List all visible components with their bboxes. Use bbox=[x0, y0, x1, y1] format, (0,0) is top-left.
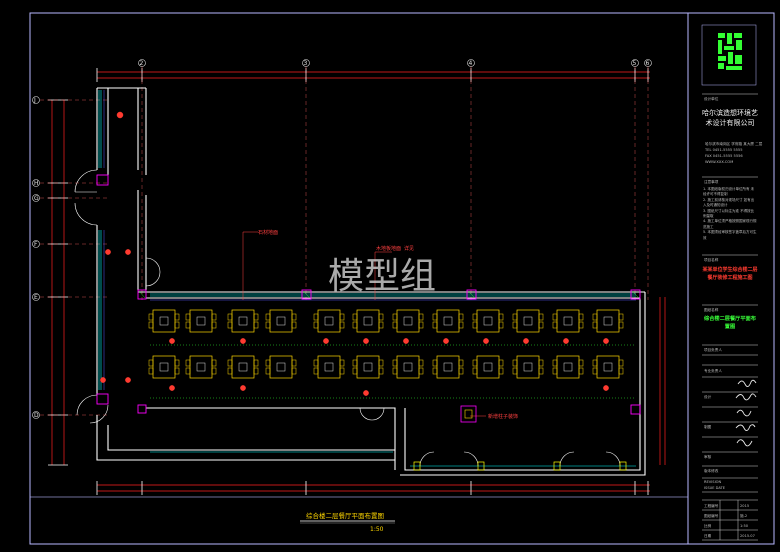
meta-label-4: 日期 bbox=[704, 533, 712, 538]
windows bbox=[98, 90, 636, 467]
notes-block: 1. 本图纸版权归设计单位所有 未经许可不得复制 2. 施工前请核对现场尺寸 如… bbox=[703, 187, 757, 241]
project-name: 某某单位学生综合楼二层餐厅装修工程施工图 bbox=[702, 267, 758, 281]
columns bbox=[96, 174, 641, 415]
door-frames bbox=[413, 461, 627, 471]
meta-value-4: 2015.07 bbox=[740, 534, 755, 538]
drawing-title: 综合楼二层餐厅平面布置图 bbox=[306, 511, 384, 520]
title-block bbox=[701, 24, 758, 541]
company-info-line-4: WWW.XXX.COM bbox=[705, 160, 733, 164]
axis-grid-lines bbox=[40, 66, 649, 416]
ceiling-lights bbox=[100, 111, 609, 396]
note-2: 2. 施工前请核对现场尺寸 如有出入及时通知设计 bbox=[703, 197, 755, 208]
meta-label-2: 图纸编号 bbox=[704, 513, 719, 518]
dining-tables-row-2 bbox=[152, 355, 620, 379]
window-frames bbox=[103, 90, 636, 390]
section-designer-label: 设计单位 bbox=[704, 96, 719, 101]
role-2: 专业负责人 bbox=[704, 368, 722, 373]
axis-label-2: 2 bbox=[140, 60, 144, 67]
callout-wood-floor: 木地板地面 详见 bbox=[376, 245, 414, 252]
zone-markers bbox=[150, 344, 636, 399]
axis-label-J: J bbox=[33, 97, 36, 104]
axis-label-F: F bbox=[34, 241, 38, 248]
axis-label-D: D bbox=[34, 412, 39, 419]
new-column-inner bbox=[464, 409, 473, 419]
axis-label-5: 5 bbox=[633, 60, 637, 67]
role-1: 项目负责人 bbox=[704, 347, 722, 352]
note-1: 1. 本图纸版权归设计单位所有 未经许可不得复制 bbox=[703, 187, 755, 197]
note-3: 3. 图纸尺寸以标注为准 不得按比例量取 bbox=[703, 208, 755, 219]
section-version-label: 版本修改 bbox=[704, 468, 719, 473]
dining-tables-row-1 bbox=[152, 309, 620, 333]
axis-label-G: G bbox=[34, 195, 39, 202]
section-project-label: 项目名称 bbox=[704, 257, 719, 262]
meta-label-3: 比例 bbox=[704, 523, 712, 528]
watermark-text: 模型组 bbox=[328, 256, 436, 297]
dimension-lines bbox=[51, 71, 666, 492]
note-4: 4. 施工单位须严格按照国家现行规范施工 bbox=[703, 219, 757, 229]
axis-label-6: 6 bbox=[646, 60, 650, 67]
meta-label-1: 工程编号 bbox=[704, 503, 719, 508]
company-info-line-1: 哈尔滨市南岗区 学府路 某大厦 二层 bbox=[705, 141, 763, 146]
axis-label-H: H bbox=[34, 180, 39, 187]
signature-marks bbox=[735, 379, 757, 447]
meta-value-2: 施-2 bbox=[740, 513, 747, 518]
role-4: 制图 bbox=[704, 424, 712, 429]
role-3: 设计 bbox=[704, 394, 712, 399]
drawing-scale: 1:50 bbox=[370, 526, 384, 533]
company-name: 哈尔滨造想环境艺术设计有限公司 bbox=[702, 109, 758, 127]
axis-label-3: 3 bbox=[304, 60, 308, 67]
role-5: 审核 bbox=[704, 454, 712, 459]
note-5: 5. 本图须经审核签字盖章后方可生效 bbox=[703, 230, 757, 240]
callout-leaders bbox=[242, 231, 486, 417]
drawing-frame bbox=[29, 496, 689, 545]
new-column-marker bbox=[460, 405, 477, 423]
section-sheet-label: 图纸名称 bbox=[704, 307, 719, 312]
axis-bubbles-left bbox=[32, 96, 40, 419]
company-logo-icon bbox=[718, 33, 742, 70]
axis-label-E: E bbox=[34, 294, 38, 301]
callout-stone-floor: 石材地面 bbox=[258, 229, 278, 236]
version-row-2: ISSUE DATE bbox=[704, 486, 726, 490]
walls bbox=[96, 87, 646, 476]
company-info-line-2: TEL 0451-5555 5555 bbox=[704, 148, 743, 152]
company-info-line-3: FAX 0451-5555 5556 bbox=[705, 154, 743, 158]
chairs bbox=[148, 313, 624, 375]
meta-value-1: 2015 bbox=[740, 504, 749, 508]
sheet-name: 综合楼二层餐厅平面布置图 bbox=[704, 316, 756, 330]
section-notes-label: 注意事项 bbox=[704, 179, 719, 184]
axis-label-4: 4 bbox=[469, 60, 473, 67]
callout-new-column: 新增柱子装饰 bbox=[488, 413, 518, 420]
table-centerpieces bbox=[159, 316, 613, 372]
meta-value-3: 1:50 bbox=[740, 524, 749, 528]
version-row-1: REVISION bbox=[704, 480, 721, 484]
column-hatch bbox=[138, 290, 640, 299]
axis-bubbles-top bbox=[138, 59, 652, 67]
